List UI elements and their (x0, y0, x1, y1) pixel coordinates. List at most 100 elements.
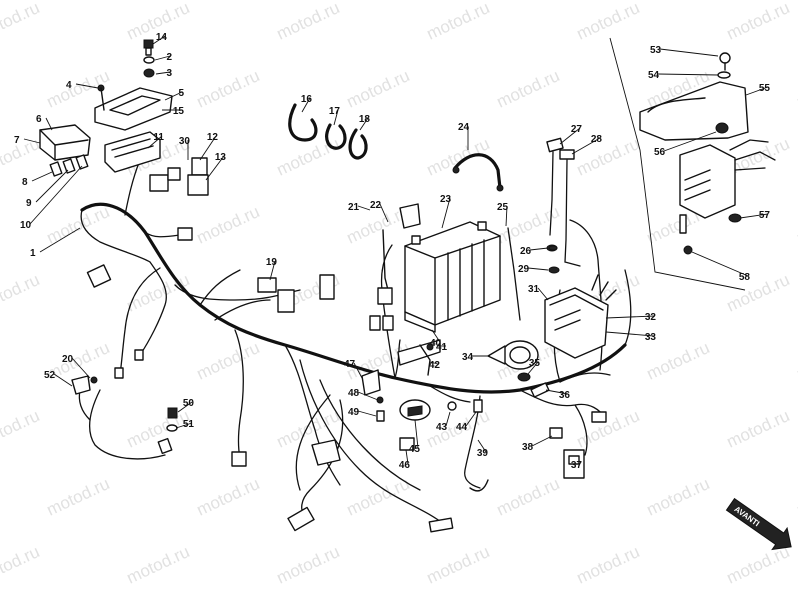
leader-line-29 (527, 267, 549, 271)
connector-37 (563, 449, 585, 479)
callout-42: 42 (429, 360, 441, 371)
callout-16: 16 (301, 94, 313, 105)
callout-9: 9 (26, 198, 32, 209)
leader-line-13 (205, 155, 225, 181)
washer-43 (447, 401, 457, 411)
leader-line-39 (477, 439, 487, 453)
callout-31: 31 (528, 284, 540, 295)
watermark-text: motod.ru (194, 66, 263, 112)
leader-line-26 (529, 247, 549, 251)
watermark-text: motod.ru (574, 0, 643, 44)
leader-line-57 (739, 213, 769, 219)
callout-58: 58 (739, 272, 751, 283)
leader-line-50 (177, 401, 193, 413)
callout-47: 47 (344, 359, 356, 370)
leader-line-36 (545, 389, 569, 395)
leader-line-48 (357, 391, 379, 401)
leader-line-38 (531, 435, 553, 447)
callout-30: 30 (179, 136, 191, 147)
leader-line-54 (657, 73, 719, 76)
horn (487, 340, 539, 370)
leader-line-8 (31, 171, 53, 182)
main-harness (78, 159, 632, 526)
fuse-box (104, 131, 161, 173)
leader-line-45 (414, 419, 419, 449)
sensor-52 (71, 375, 91, 395)
leader-line-53 (659, 48, 719, 57)
leader-line-42 (429, 361, 439, 365)
connector-19 (257, 277, 295, 313)
watermark-text: motod.ru (494, 474, 563, 520)
callout-41: 41 (436, 342, 448, 353)
callout-52: 52 (44, 370, 56, 381)
watermark-text: motod.ru (0, 0, 42, 44)
leader-line-22 (379, 203, 389, 223)
leader-line-17 (333, 109, 339, 126)
leader-line-7 (23, 138, 41, 144)
callout-45: 45 (409, 444, 421, 455)
connector-cap (86, 264, 112, 288)
callout-14: 14 (156, 32, 168, 43)
callout-23: 23 (440, 194, 452, 205)
callout-29: 29 (518, 264, 530, 275)
connector-46 (399, 437, 415, 451)
vent-tube (507, 227, 521, 321)
watermark-text: motod.ru (424, 542, 493, 588)
cable-clips (288, 103, 368, 160)
watermark-text: motod.ru (124, 270, 193, 316)
callout-27: 27 (571, 124, 583, 135)
callout-37: 37 (571, 460, 583, 471)
callout-40: 40 (430, 338, 442, 349)
callout-38: 38 (522, 442, 534, 453)
watermark-text: motod.ru (0, 270, 42, 316)
watermark-text: motod.ru (274, 0, 343, 44)
leader-line-6 (45, 117, 53, 131)
callout-28: 28 (591, 134, 603, 145)
lower-connectors (114, 227, 607, 533)
leader-line-5 (164, 91, 183, 101)
bolt-20 (90, 376, 98, 384)
battery-strap (452, 153, 504, 192)
watermark-text: motod.ru (494, 66, 563, 112)
callout-33: 33 (645, 332, 657, 343)
inset-divider-line (609, 37, 746, 291)
leader-line-28 (571, 137, 601, 155)
callout-5: 5 (178, 88, 184, 99)
watermark-text: motod.ru (194, 338, 263, 384)
washer-51 (166, 424, 178, 432)
callout-43: 43 (436, 422, 448, 433)
relay-bracket (397, 339, 441, 376)
leader-line-58 (691, 251, 749, 277)
leader-line-2 (154, 55, 171, 61)
callout-19: 19 (266, 257, 278, 268)
watermark-text: motod.ru (0, 134, 42, 180)
watermark-text: motod.ru (344, 474, 413, 520)
connector-38 (549, 427, 563, 439)
bolt-49 (376, 410, 385, 422)
leader-line-12 (199, 135, 217, 161)
callout-18: 18 (359, 114, 371, 125)
callout-20: 20 (62, 354, 74, 365)
watermark-text: motod.ru (574, 542, 643, 588)
leader-line-23 (441, 197, 451, 229)
relays (149, 157, 209, 196)
inset-regulator-mount (639, 52, 776, 255)
watermark-text: motod.ru (724, 270, 793, 316)
leader-line-47 (353, 362, 363, 379)
ignition-leads (546, 137, 581, 274)
callout-13: 13 (215, 152, 227, 163)
callout-6: 6 (36, 114, 42, 125)
callout-36: 36 (559, 390, 571, 401)
watermark-text: motod.ru (344, 66, 413, 112)
callout-22: 22 (370, 200, 382, 211)
watermark-text: motod.ru (124, 542, 193, 588)
callout-11: 11 (153, 132, 164, 143)
watermark-text: motod.ru (794, 474, 798, 520)
leader-line-27 (559, 127, 581, 145)
callout-3: 3 (166, 68, 172, 79)
callout-50: 50 (183, 398, 195, 409)
callout-7: 7 (14, 135, 20, 146)
